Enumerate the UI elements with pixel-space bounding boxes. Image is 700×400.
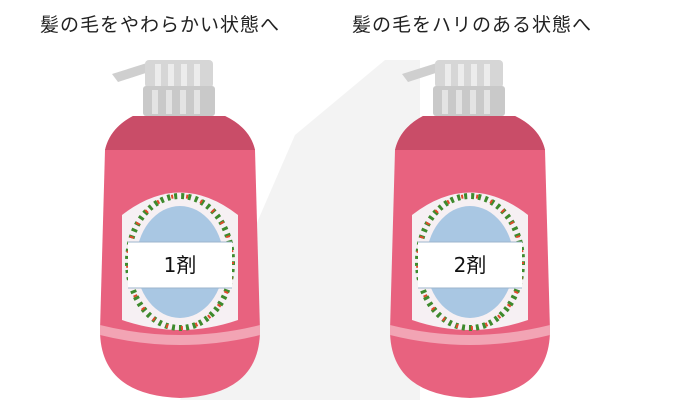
- pump-cap: [112, 60, 215, 116]
- bottle-label: 2剤: [454, 253, 487, 277]
- caption-firming: 髪の毛をハリのある状態へ: [352, 14, 593, 36]
- bottle-label: 1剤: [164, 253, 197, 277]
- wreath-decoration: [125, 193, 235, 331]
- caption-softening: 髪の毛をやわらかい状態へ: [40, 14, 281, 36]
- bottle-1: 1剤: [100, 60, 260, 398]
- wreath-decoration: [415, 193, 525, 331]
- pump-cap: [402, 60, 505, 116]
- bottle-2: 2剤: [390, 60, 550, 398]
